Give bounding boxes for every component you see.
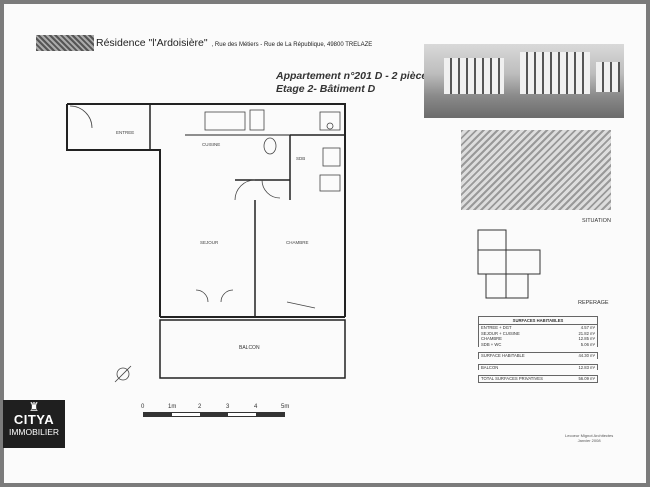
room-chambre: CHAMBRE — [286, 240, 309, 245]
scale-tick: 2 — [198, 404, 202, 410]
room-sdb: SDB — [296, 156, 306, 161]
room-entree: ENTREE — [116, 130, 135, 135]
residence-title: Résidence "l'Ardoisière", Rue des Métier… — [96, 37, 372, 49]
apartment-number: Appartement n°201 D - 2 pièces — [276, 70, 434, 82]
residence-name: Résidence "l'Ardoisière" — [96, 37, 208, 49]
crest-icon: ♜ — [28, 400, 40, 414]
situation-map — [461, 130, 611, 210]
scale-tick: 0 — [141, 404, 145, 410]
scale-tick: 1m — [168, 404, 177, 410]
floor-plan — [66, 103, 346, 383]
surfaces-title: SURFACES HABITABLES — [478, 316, 598, 325]
residence-address: , Rue des Métiers - Rue de La République… — [211, 42, 373, 48]
room-balcon: BALCON — [239, 345, 260, 351]
header-logo-band — [36, 35, 94, 51]
room-cuisine: CUISINE — [202, 142, 221, 147]
building-photo — [424, 44, 624, 118]
scale-tick: 3 — [226, 404, 230, 410]
scale-bar — [143, 412, 285, 417]
reperage-map — [477, 229, 541, 299]
apartment-info: Appartement n°201 D - 2 pièces Etage 2- … — [276, 70, 433, 96]
scale-tick: 4 — [254, 404, 258, 410]
scale-tick: 5m — [281, 404, 290, 410]
logo-brand: CITYA — [13, 412, 55, 427]
citya-logo: ♜ CITYA IMMOBILIER — [3, 400, 65, 448]
reperage-label: REPERAGE — [578, 300, 609, 306]
situation-label: SITUATION — [582, 218, 611, 224]
room-sejour: SEJOUR — [200, 240, 219, 245]
apartment-floor: Etage 2- Bâtiment D — [276, 83, 376, 95]
architect-signature: Lecoeur Mignot Architectes Janvier 2008 — [565, 433, 614, 443]
logo-sub: IMMOBILIER — [8, 427, 60, 437]
